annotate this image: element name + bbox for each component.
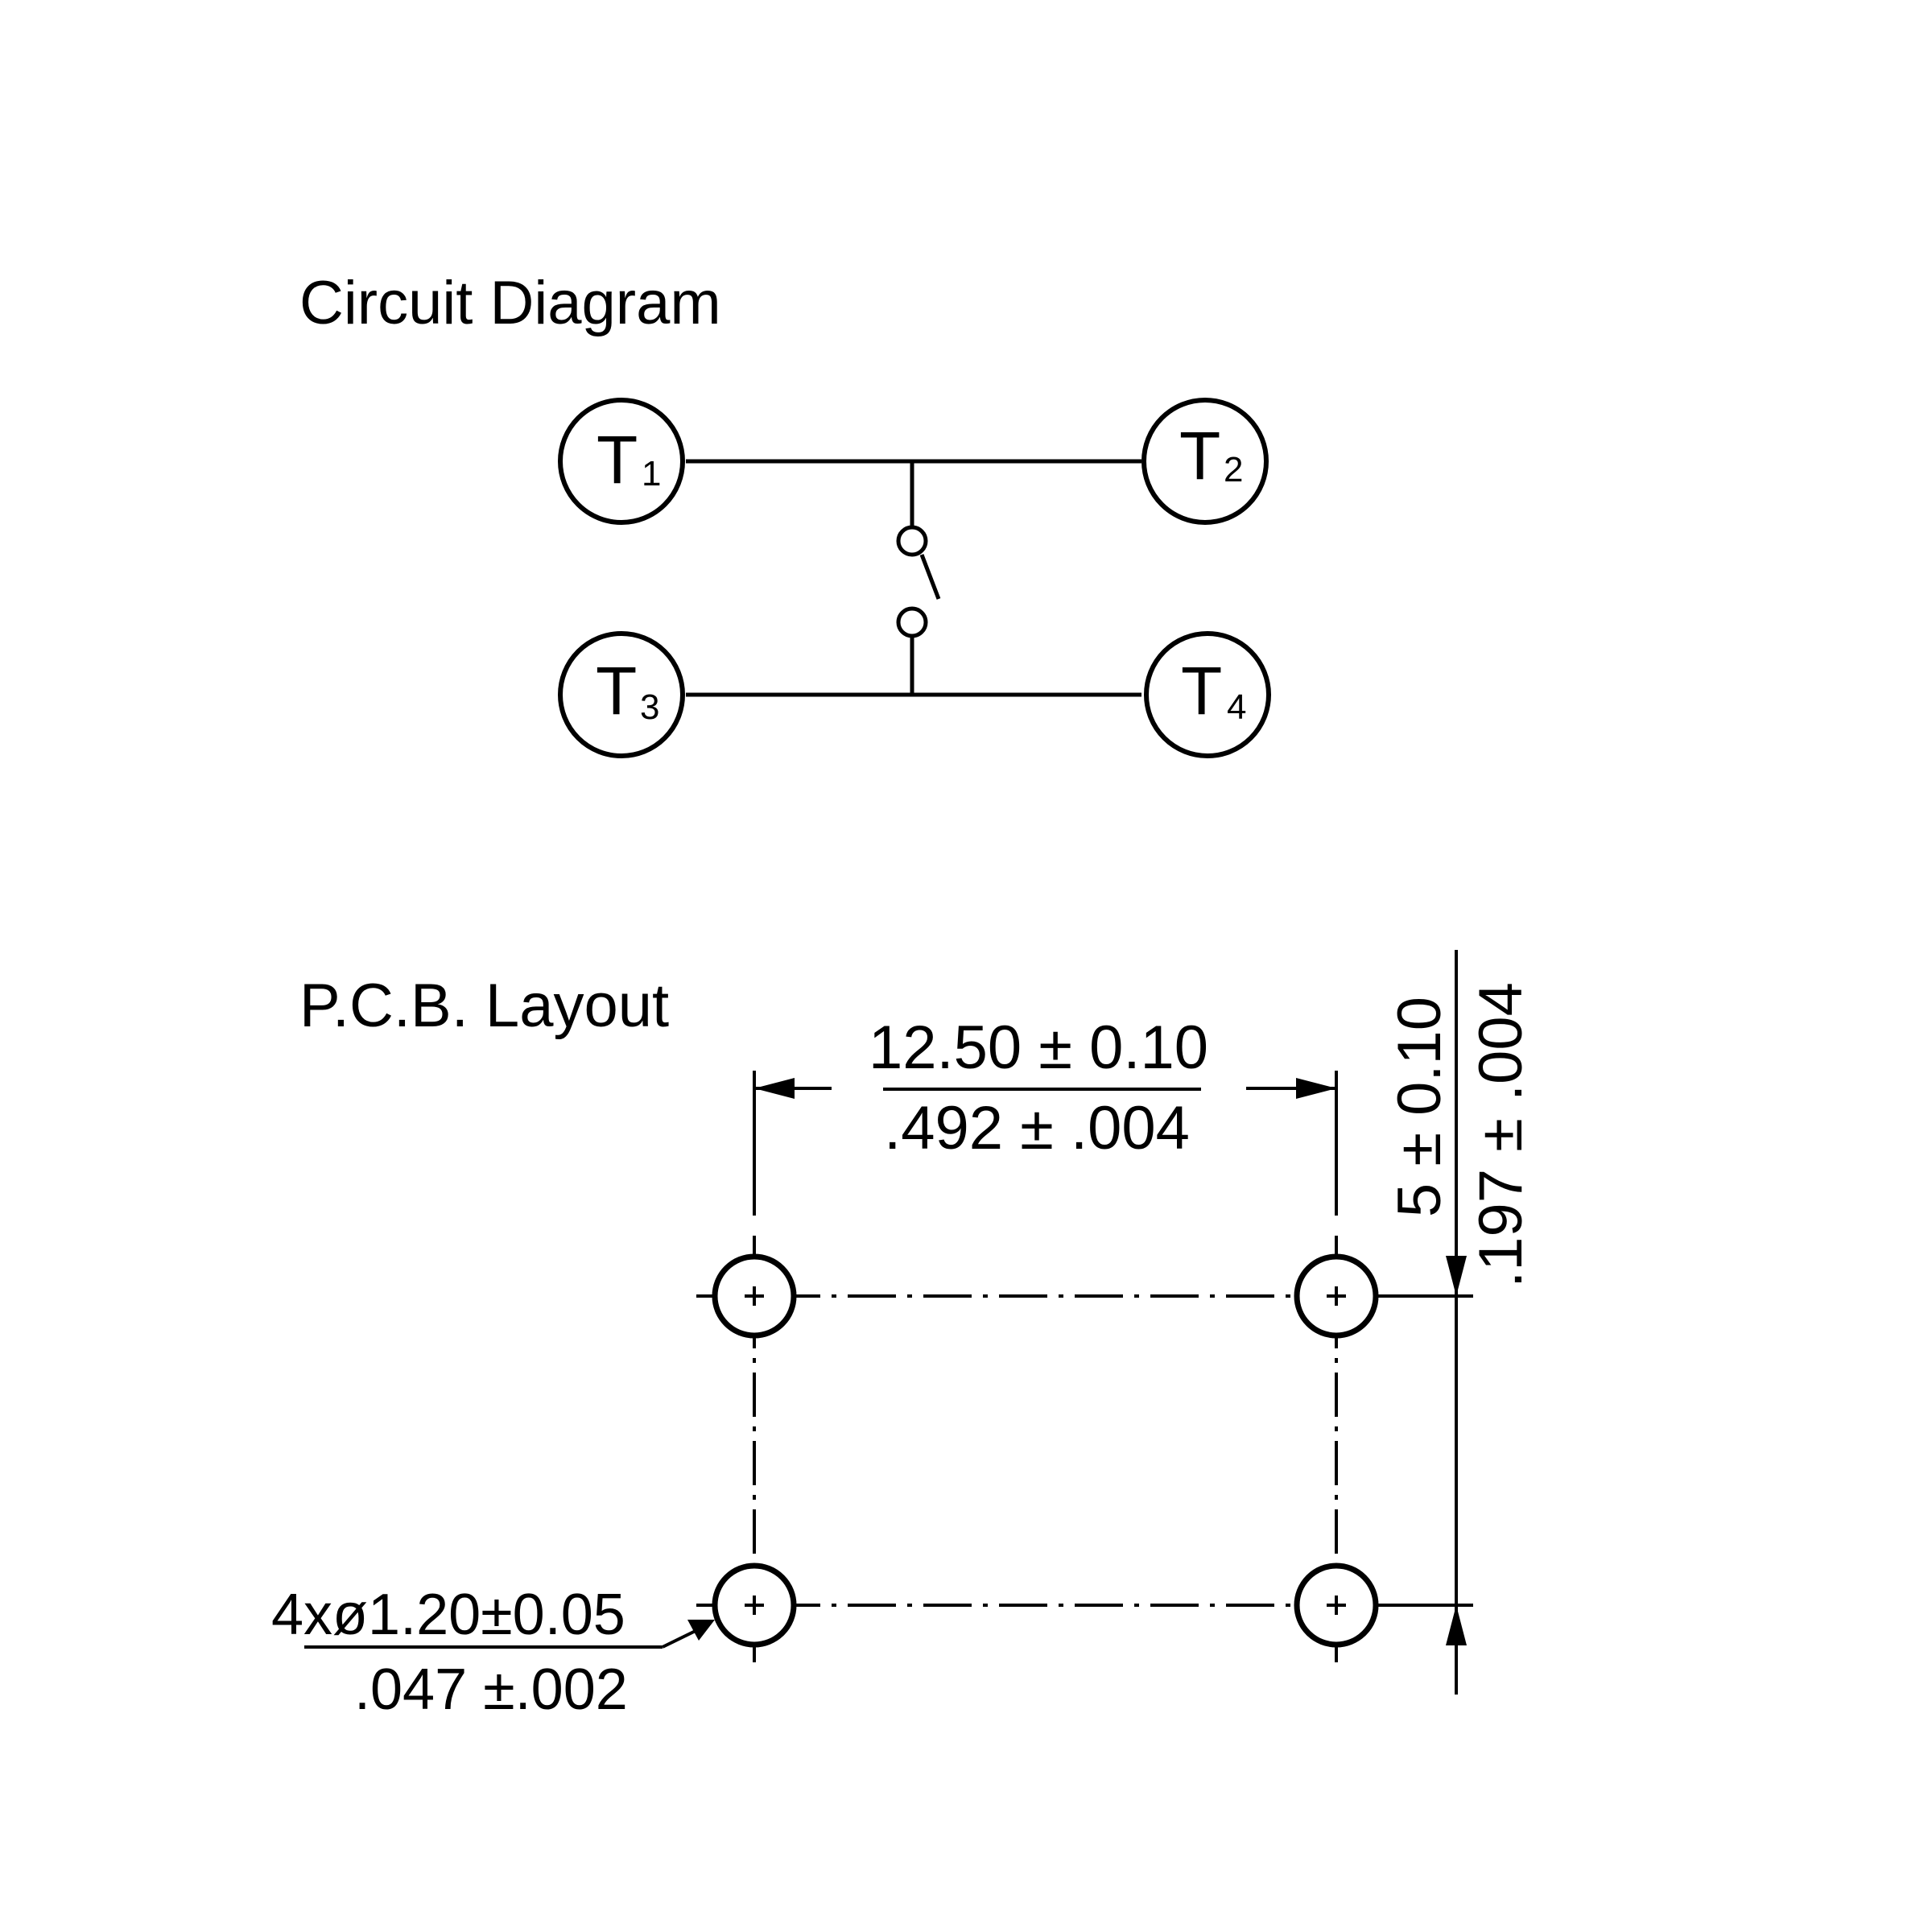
pcb-hole-top-right <box>1294 1253 1379 1339</box>
pcb-holes <box>712 1253 1379 1648</box>
pcb-hole-top-left <box>712 1253 797 1339</box>
terminal-t1-letter: T <box>597 422 638 497</box>
switch-contact-upper <box>896 525 928 557</box>
dimension-arrow-left <box>754 1078 795 1099</box>
circuit-diagram-title: Circuit Diagram <box>299 269 721 337</box>
dimension-arrow-top <box>1446 1256 1467 1296</box>
pcb-layout-title: P.C.B. Layout <box>299 972 669 1040</box>
switch-lever <box>919 554 941 600</box>
terminal-t2-letter: T <box>1179 418 1220 493</box>
dimension-vertical-inch: .197 ± .004 <box>1467 982 1535 1288</box>
terminal-t3-subscript: 3 <box>640 687 659 727</box>
pcb-hole-bottom-right <box>1294 1563 1379 1648</box>
terminal-t3-letter: T <box>596 653 637 729</box>
terminal-t2: T 2 <box>1141 398 1269 525</box>
terminal-t3: T 3 <box>558 631 685 758</box>
dimension-vertical-metric: 5 ± 0.10 <box>1385 997 1454 1217</box>
dimension-vertical: 5 ± 0.10 .197 ± .004 <box>1385 950 1535 1695</box>
hole-spec-metric: 4xø1.20±0.05 <box>271 1583 625 1647</box>
hole-spec-leader-arrow <box>687 1620 715 1641</box>
pcb-hole-bottom-left <box>712 1563 797 1648</box>
terminal-t2-subscript: 2 <box>1224 450 1243 489</box>
terminal-t4-letter: T <box>1181 653 1222 729</box>
switch-contact-lower <box>896 606 928 638</box>
hole-spec-callout: 4xø1.20±0.05 .047 ±.002 <box>271 1583 715 1722</box>
pcb-layout: P.C.B. Layout 12.50 ± 0.10 .492 ± .004 5… <box>271 950 1535 1722</box>
dimension-horizontal: 12.50 ± 0.10 .492 ± .004 <box>753 1013 1338 1216</box>
dimension-horizontal-metric: 12.50 ± 0.10 <box>869 1013 1208 1082</box>
hole-spec-inch: .047 ±.002 <box>354 1657 628 1722</box>
dimension-arrow-right <box>1296 1078 1336 1099</box>
terminal-t1-subscript: 1 <box>642 454 661 493</box>
terminal-t4: T 4 <box>1144 631 1271 758</box>
circuit-diagram: Circuit Diagram T 1 T 2 T 3 T 4 <box>299 269 1271 758</box>
terminal-t1: T 1 <box>558 398 685 525</box>
dimension-horizontal-inch: .492 ± .004 <box>884 1094 1190 1162</box>
terminal-t4-subscript: 4 <box>1227 687 1246 727</box>
dimension-arrow-bottom <box>1446 1605 1467 1645</box>
